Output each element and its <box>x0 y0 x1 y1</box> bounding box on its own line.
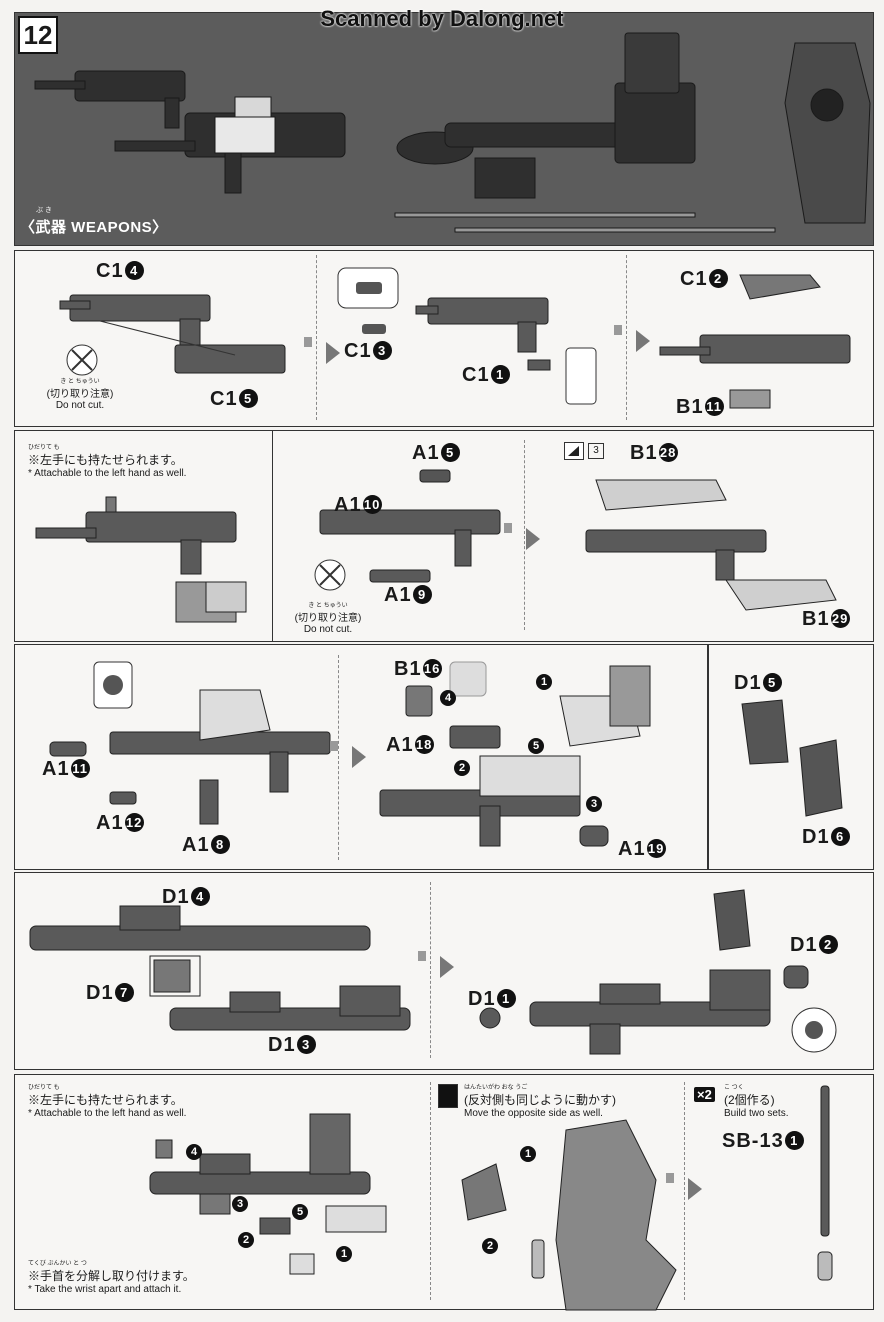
divider <box>524 440 525 630</box>
step-5-marker: 5 <box>292 1202 308 1220</box>
a1-gun-parts-drawing <box>314 469 501 591</box>
cut-note-1: き と ちゅうい (切り取り注意) Do not cut. <box>46 379 114 411</box>
step-1-marker: 1 <box>536 672 552 690</box>
left-hand-gun-drawing <box>35 496 247 623</box>
step-3-marker: 3 <box>232 1194 248 1212</box>
pointer-icon <box>564 442 584 460</box>
step-2-marker: 2 <box>238 1230 254 1248</box>
next-arrow <box>688 1178 702 1200</box>
d1-bazooka-assembly-drawing <box>479 889 837 1055</box>
weapons-title-ruby: ぶ き <box>36 207 52 214</box>
step-5-marker: 5 <box>528 736 544 754</box>
divider <box>430 882 431 1058</box>
step-1-marker: 1 <box>336 1244 352 1262</box>
next-arrow <box>636 330 650 352</box>
divider <box>684 1082 685 1300</box>
b1-assembly-drawing <box>585 479 837 611</box>
divider <box>626 255 627 420</box>
left-hand-note-2: ひだりて も ※左手にも持たせられます。 * Attachable to the… <box>28 1085 187 1119</box>
two-sets-note: こ つく (2個作る) Build two sets. <box>724 1085 789 1119</box>
c1-gun-parts-drawing <box>59 294 286 376</box>
divider <box>316 255 317 420</box>
d1-bazooka-parts-drawing <box>29 905 411 1031</box>
step-number: 12 <box>18 16 58 54</box>
mirror-icon <box>438 1084 458 1108</box>
shoulder-rack-drawing <box>461 1119 677 1311</box>
next-arrow <box>352 746 366 768</box>
step-4-marker: 4 <box>440 688 456 706</box>
step-2-marker: 2 <box>454 758 470 776</box>
cut-note-2: き と ちゅうい (切り取り注意) Do not cut. <box>294 603 362 635</box>
a1-rifle-parts-drawing <box>49 661 331 825</box>
left-hand-note-1: ひだりて も ※左手にも持たせられます。 * Attachable to the… <box>28 445 187 479</box>
weapons-title: 〈武器 WEAPONS〉 <box>20 219 168 236</box>
step-3-marker: 3 <box>586 794 602 812</box>
step-2-marker: 2 <box>482 1236 498 1254</box>
next-arrow <box>440 956 454 978</box>
left-hand-bazooka-drawing <box>149 1113 387 1275</box>
weapons-render-illustration <box>34 32 871 233</box>
divider <box>430 1082 431 1300</box>
d1-magazine-drawing <box>741 699 843 817</box>
antenna-rod-drawing <box>817 1085 833 1281</box>
wrist-note: てくび ぶんかい と つ ※手首を分解し取り付けます。 * Take the w… <box>28 1261 195 1295</box>
a1-hand-assembly-drawing <box>379 661 651 847</box>
divider <box>338 655 339 860</box>
c1-2-assembly-drawing <box>659 274 851 409</box>
watermark: Scanned by Dalong.net <box>320 6 564 31</box>
c1-3-assembly-drawing <box>337 267 597 405</box>
step-1-marker: 1 <box>520 1144 536 1162</box>
next-arrow <box>526 528 540 550</box>
two-sets-badge: ×2 <box>694 1086 715 1104</box>
next-arrow <box>326 342 340 364</box>
ref-box-3: 3 <box>588 443 604 459</box>
opposite-side-note: はんたいがわ おな うご (反対側も同じように動かす) Move the opp… <box>464 1085 616 1119</box>
weapons-banner <box>14 12 874 246</box>
step-4-marker: 4 <box>186 1142 202 1160</box>
